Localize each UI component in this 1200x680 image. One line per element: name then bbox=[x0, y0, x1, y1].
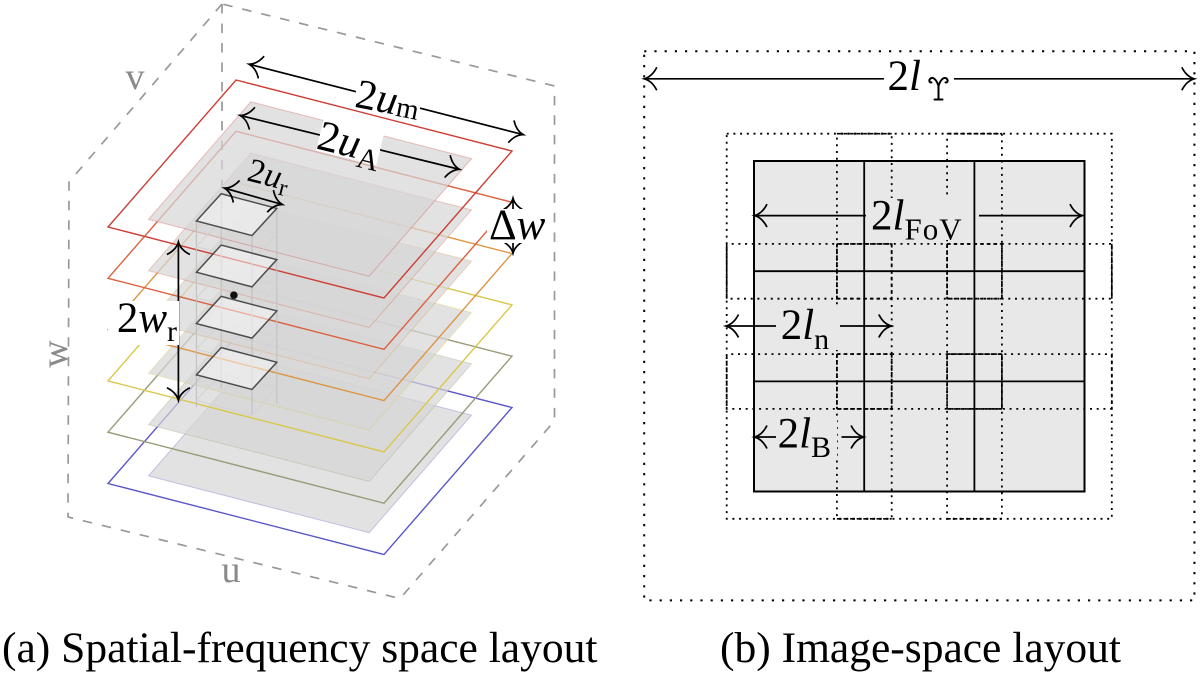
svg-text:Δw: Δw bbox=[489, 202, 546, 249]
svg-text:u: u bbox=[222, 549, 241, 591]
svg-text:w: w bbox=[34, 340, 76, 368]
svg-text:v: v bbox=[126, 56, 145, 98]
svg-text:2wr: 2wr bbox=[117, 295, 177, 348]
svg-text:2l: 2l bbox=[888, 53, 921, 100]
